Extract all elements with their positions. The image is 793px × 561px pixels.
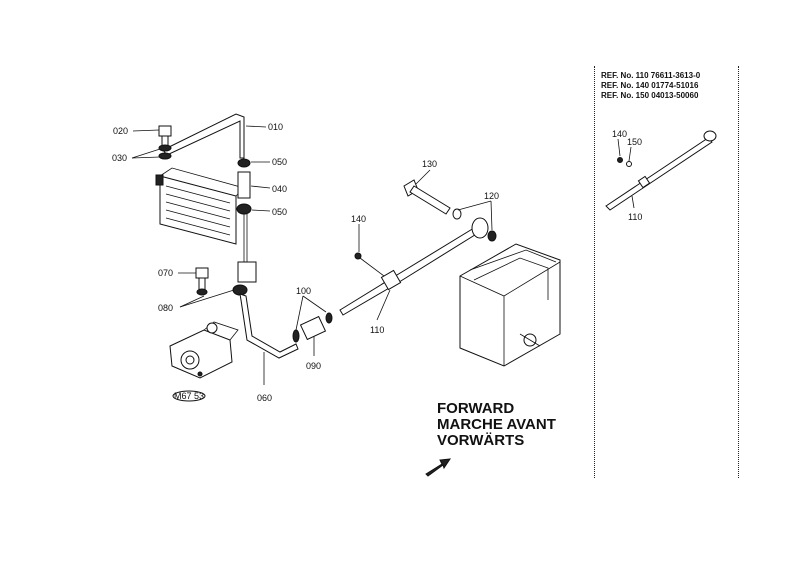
label-030: 030: [112, 153, 127, 163]
bolt-140: [354, 252, 385, 277]
label-060: 060: [257, 393, 272, 403]
label-010: 010: [268, 122, 283, 132]
label-050a: 050: [272, 157, 287, 167]
inset-dipstick: 140 150 110: [605, 129, 717, 222]
ref-line: REF. No. 150 04013-50060: [601, 91, 699, 100]
label-020: 020: [113, 126, 128, 136]
callouts: 020 030 010 050 040 050 070 080 060 100 …: [112, 122, 499, 403]
direction-label: FORWARD MARCHE AVANT VORWÄRTS: [437, 401, 556, 449]
ref-line: REF. No. 140 01774-51016: [601, 81, 699, 90]
label-090: 090: [306, 361, 321, 371]
direction-fr: MARCHE AVANT: [437, 416, 556, 433]
pump: [169, 321, 239, 379]
direction-en: FORWARD: [437, 400, 515, 417]
stamp-label: M67 53: [174, 391, 204, 401]
inset-label-110: 110: [628, 212, 642, 222]
pipe-010: [162, 113, 245, 159]
transmission-housing: [459, 243, 561, 367]
inset-label-140: 140: [612, 129, 627, 139]
clamp-parts: [292, 312, 333, 343]
pipe-110: [339, 217, 489, 316]
inset-left-border: [594, 66, 595, 478]
label-100: 100: [296, 286, 311, 296]
plug-130: [403, 179, 497, 242]
inset-right-border: [738, 66, 739, 478]
label-080: 080: [158, 303, 173, 313]
fitting-stack: [236, 158, 252, 262]
lower-fittings: [195, 261, 299, 359]
label-130: 130: [422, 159, 437, 169]
label-070: 070: [158, 268, 173, 278]
ref-line: REF. No. 110 76611-3613-0: [601, 71, 701, 80]
inset-label-150: 150: [627, 137, 642, 147]
label-110: 110: [370, 325, 384, 335]
label-040: 040: [272, 184, 287, 194]
label-120: 120: [484, 191, 499, 201]
forward-arrow-icon: [425, 458, 452, 477]
label-050b: 050: [272, 207, 287, 217]
reference-numbers: REF. No. 110 76611-3613-0 REF. No. 140 0…: [601, 71, 700, 101]
label-140: 140: [351, 214, 366, 224]
direction-de: VORWÄRTS: [437, 432, 525, 449]
bolt-020: [158, 125, 172, 160]
oil-cooler: [155, 167, 245, 245]
